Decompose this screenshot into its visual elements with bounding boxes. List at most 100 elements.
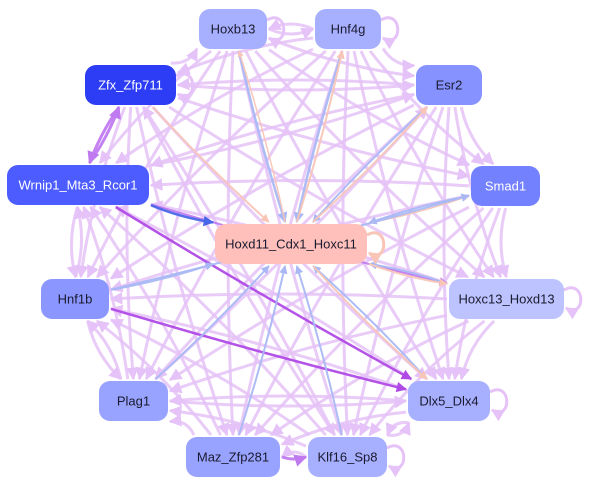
edge-hnf4g-to-esr2 xyxy=(381,47,416,72)
edge-smad1-to-maz xyxy=(253,206,485,436)
edge-wrnip1-to-zfx xyxy=(88,105,121,164)
edge-klf16-to-wrnip1 xyxy=(98,205,327,436)
edge-maz-to-plag1 xyxy=(168,413,196,436)
node-label: Hnf1b xyxy=(58,292,93,307)
edge-dlx5-to-hoxd11 xyxy=(312,265,428,380)
edge-klf16-to-dlx5 xyxy=(387,421,411,437)
node-box xyxy=(41,279,109,319)
edge-zfx-to-esr2 xyxy=(177,79,416,93)
edge-esr2-to-zfx xyxy=(176,77,415,91)
edge-zfx-to-maz xyxy=(135,106,230,437)
edge-hoxd11-to-hoxb13 xyxy=(237,50,286,223)
edge-hoxb13-to-hoxd11 xyxy=(237,50,288,224)
edge-klf16-to-zfx xyxy=(142,105,337,436)
edge-zfx-to-smad1 xyxy=(177,96,471,181)
edge-hoxc13-to-plag1 xyxy=(168,313,448,394)
node-box xyxy=(7,165,149,205)
edge-hnf4g-to-hoxd11 xyxy=(293,50,344,224)
edge-hnf4g-to-hoxb13 xyxy=(267,18,314,31)
edge-dlx5-to-hnf1b xyxy=(109,304,407,391)
edge-klf16-to-maz xyxy=(281,444,307,459)
edge-hnf1b-to-plag1 xyxy=(86,320,122,381)
edge-hnf4g-to-zfx xyxy=(176,36,314,75)
edge-maz-to-hoxd11 xyxy=(238,265,288,436)
node-label: Dlx5_Dlx4 xyxy=(419,394,478,409)
node-label: Esr2 xyxy=(436,78,463,93)
edge-wrnip1-to-hoxd11 xyxy=(150,204,215,227)
node-hoxc13[interactable]: Hoxc13_Hoxd13 xyxy=(449,279,564,319)
node-box xyxy=(315,9,381,49)
node-plag1[interactable]: Plag1 xyxy=(99,381,168,421)
edge-wrnip1-to-hnf1b xyxy=(66,206,79,279)
edge-hoxd11-to-hoxc13 xyxy=(368,262,448,287)
node-label: Hoxd11_Cdx1_Hoxc11 xyxy=(225,237,357,252)
self-loop-hnf4g xyxy=(380,16,400,50)
edge-hoxb13-to-hnf4g xyxy=(268,27,315,40)
node-label: Hnf4g xyxy=(331,22,366,37)
node-label: Hoxb13 xyxy=(211,22,256,37)
node-label: Smad1 xyxy=(485,179,526,194)
node-label: Wrnip1_Mta3_Rcor1 xyxy=(19,178,138,193)
edge-klf16-to-hoxd11 xyxy=(295,265,343,436)
edge-wrnip1-to-esr2 xyxy=(150,92,416,167)
edge-plag1-to-hoxd11 xyxy=(154,265,270,380)
node-zfx[interactable]: Zfx_Zfp711 xyxy=(85,65,176,105)
edge-zfx-to-hoxd11 xyxy=(151,106,270,223)
edge-klf16-to-hnf1b xyxy=(109,318,311,437)
edge-dlx5-to-maz xyxy=(280,410,407,446)
node-smad1[interactable]: Smad1 xyxy=(471,166,540,206)
edge-smad1-to-plag1 xyxy=(168,205,470,382)
edge-dlx5-to-plag1 xyxy=(168,393,407,407)
node-label: Plag1 xyxy=(117,394,150,409)
node-label: Hoxc13_Hoxd13 xyxy=(458,292,554,307)
edge-esr2-to-hoxd11 xyxy=(312,106,428,223)
edge-hnf4g-to-wrnip1 xyxy=(115,47,314,165)
edge-plag1-to-hnf1b xyxy=(86,319,123,380)
edge-hoxb13-to-dlx5 xyxy=(244,50,438,381)
self-loop-layer xyxy=(175,16,583,478)
edge-hnf1b-to-dlx5 xyxy=(110,307,408,393)
edge-plag1-to-dlx5 xyxy=(169,395,408,409)
edge-esr2-to-smad1 xyxy=(459,106,495,166)
node-label: Maz_Zfp281 xyxy=(197,450,269,465)
edge-hnf4g-to-hnf1b xyxy=(96,49,327,278)
edge-hnf1b-to-wrnip1 xyxy=(74,205,87,278)
node-box xyxy=(199,9,267,49)
edge-maz-to-klf16 xyxy=(281,454,308,467)
self-loop-hoxb13 xyxy=(266,16,286,50)
node-box xyxy=(186,437,280,477)
node-box xyxy=(85,65,176,105)
edge-maz-to-hnf1b xyxy=(96,319,213,436)
edge-zfx-to-klf16 xyxy=(141,106,336,437)
self-loop-hoxc13 xyxy=(563,286,583,320)
edge-esr2-to-maz xyxy=(244,106,438,437)
self-loop-hoxd11 xyxy=(366,231,386,265)
edge-hoxd11-to-hnf4g xyxy=(295,50,345,223)
node-hoxd11[interactable]: Hoxd11_Cdx1_Hoxc11 xyxy=(215,224,367,264)
edge-hoxc13-to-dlx5 xyxy=(457,319,496,381)
edge-plag1-to-wrnip1 xyxy=(81,205,130,380)
edge-hoxd11-to-esr2 xyxy=(312,106,428,223)
node-maz[interactable]: Maz_Zfp281 xyxy=(186,437,280,477)
self-loop-dlx5 xyxy=(489,388,509,422)
node-box xyxy=(471,166,540,206)
node-hoxb13[interactable]: Hoxb13 xyxy=(199,9,267,49)
node-hnf4g[interactable]: Hnf4g xyxy=(315,9,381,49)
node-box xyxy=(408,381,490,421)
edge-smad1-to-hoxc13 xyxy=(497,207,510,279)
node-klf16[interactable]: Klf16_Sp8 xyxy=(308,437,387,477)
node-box xyxy=(215,224,367,264)
node-dlx5[interactable]: Dlx5_Dlx4 xyxy=(408,381,490,421)
node-esr2[interactable]: Esr2 xyxy=(416,65,482,105)
edge-esr2-to-wrnip1 xyxy=(149,92,415,168)
node-box xyxy=(416,65,482,105)
edge-zfx-to-hoxb13 xyxy=(170,47,199,65)
node-wrnip1[interactable]: Wrnip1_Mta3_Rcor1 xyxy=(7,165,149,205)
node-hnf1b[interactable]: Hnf1b xyxy=(41,279,109,319)
node-box xyxy=(449,279,564,319)
node-label: Zfx_Zfp711 xyxy=(98,78,163,93)
node-box xyxy=(99,381,168,421)
node-box xyxy=(308,437,387,477)
edge-wrnip1-to-dlx5 xyxy=(115,205,413,381)
